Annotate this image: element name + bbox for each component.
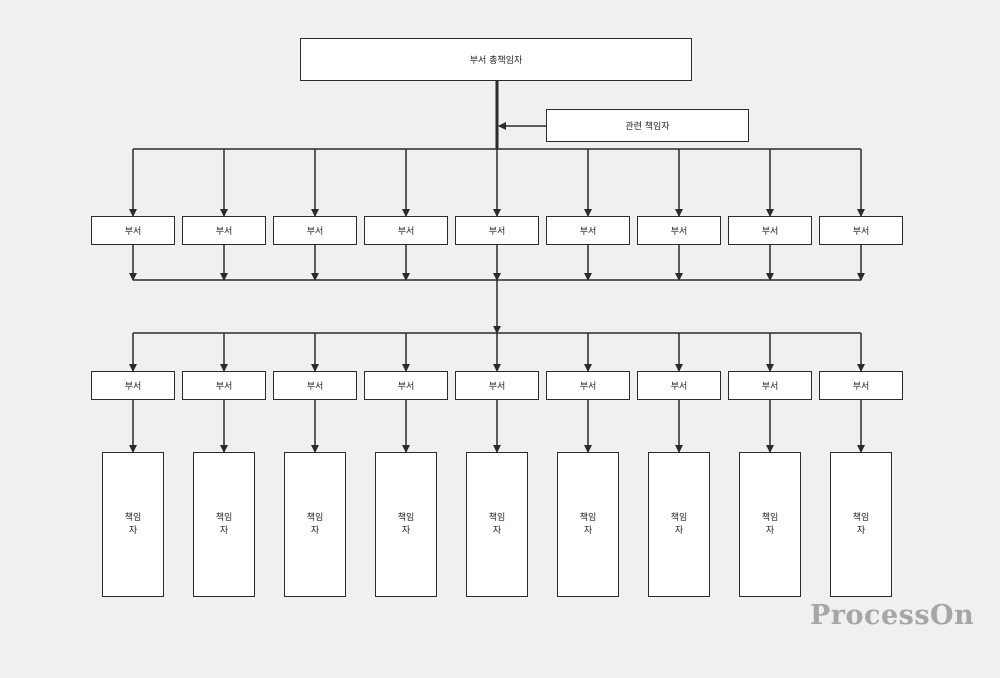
department-label: 부서 [488, 382, 506, 392]
department-label: 부서 [579, 227, 597, 237]
department-label: 부서 [761, 382, 779, 392]
responsible-person-label-line: 자 [219, 525, 229, 536]
department-box-row1-2: 부서 [182, 216, 266, 245]
department-label: 부서 [761, 227, 779, 237]
department-label: 부서 [397, 382, 415, 392]
department-label: 부서 [306, 227, 324, 237]
related-manager-box: 관련 책임자 [546, 109, 749, 142]
department-label: 부서 [124, 227, 142, 237]
responsible-person-label-line: 책임 [306, 512, 324, 523]
department-label: 부서 [670, 227, 688, 237]
department-label: 부서 [397, 227, 415, 237]
responsible-person-label-line: 자 [310, 525, 320, 536]
department-label: 부서 [852, 227, 870, 237]
responsible-person-label-line: 책임 [761, 512, 779, 523]
department-box-row1-3: 부서 [273, 216, 357, 245]
department-box-row1-9: 부서 [819, 216, 903, 245]
department-box-row2-7: 부서 [637, 371, 721, 400]
responsible-person-label-line: 책임 [124, 512, 142, 523]
top-manager-label: 부서 총책임자 [469, 56, 523, 66]
responsible-person-label-line: 자 [765, 525, 775, 536]
department-box-row2-4: 부서 [364, 371, 448, 400]
top-manager-box: 부서 총책임자 [300, 38, 692, 81]
department-label: 부서 [215, 227, 233, 237]
department-label: 부서 [215, 382, 233, 392]
responsible-person-label-line: 자 [674, 525, 684, 536]
responsible-person-label-line: 자 [128, 525, 138, 536]
department-label: 부서 [306, 382, 324, 392]
responsible-person-label-line: 책임 [215, 512, 233, 523]
department-box-row2-6: 부서 [546, 371, 630, 400]
department-box-row2-2: 부서 [182, 371, 266, 400]
related-manager-label: 관련 책임자 [625, 122, 670, 132]
department-box-row2-9: 부서 [819, 371, 903, 400]
department-box-row2-3: 부서 [273, 371, 357, 400]
processon-watermark: ProcessOn [810, 600, 975, 631]
department-label: 부서 [488, 227, 506, 237]
department-box-row1-4: 부서 [364, 216, 448, 245]
responsible-person-label-line: 책임 [852, 512, 870, 523]
department-box-row2-1: 부서 [91, 371, 175, 400]
responsible-person-label-line: 자 [492, 525, 502, 536]
responsible-person-label-line: 자 [856, 525, 866, 536]
department-label: 부서 [579, 382, 597, 392]
department-box-row1-7: 부서 [637, 216, 721, 245]
department-box-row1-1: 부서 [91, 216, 175, 245]
department-box-row2-5: 부서 [455, 371, 539, 400]
responsible-person-label-line: 책임 [488, 512, 506, 523]
responsible-person-label-line: 자 [401, 525, 411, 536]
responsible-person-label-line: 책임 [397, 512, 415, 523]
department-label: 부서 [670, 382, 688, 392]
department-box-row1-8: 부서 [728, 216, 812, 245]
department-box-row2-8: 부서 [728, 371, 812, 400]
department-label: 부서 [124, 382, 142, 392]
responsible-person-label-line: 자 [583, 525, 593, 536]
department-label: 부서 [852, 382, 870, 392]
responsible-person-label-line: 책임 [670, 512, 688, 523]
department-box-row1-5: 부서 [455, 216, 539, 245]
responsible-person-label-line: 책임 [579, 512, 597, 523]
department-box-row1-6: 부서 [546, 216, 630, 245]
